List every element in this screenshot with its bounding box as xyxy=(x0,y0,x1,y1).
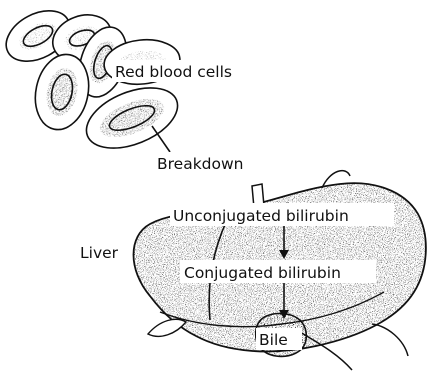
unconjugated-bilirubin-label: Unconjugated bilirubin xyxy=(173,207,349,225)
liver-label: Liver xyxy=(80,244,119,262)
red-blood-cells-label: Red blood cells xyxy=(115,63,232,81)
conjugated-bilirubin-label: Conjugated bilirubin xyxy=(184,264,341,282)
breakdown-label: Breakdown xyxy=(157,155,244,173)
bile-label: Bile xyxy=(259,331,288,349)
